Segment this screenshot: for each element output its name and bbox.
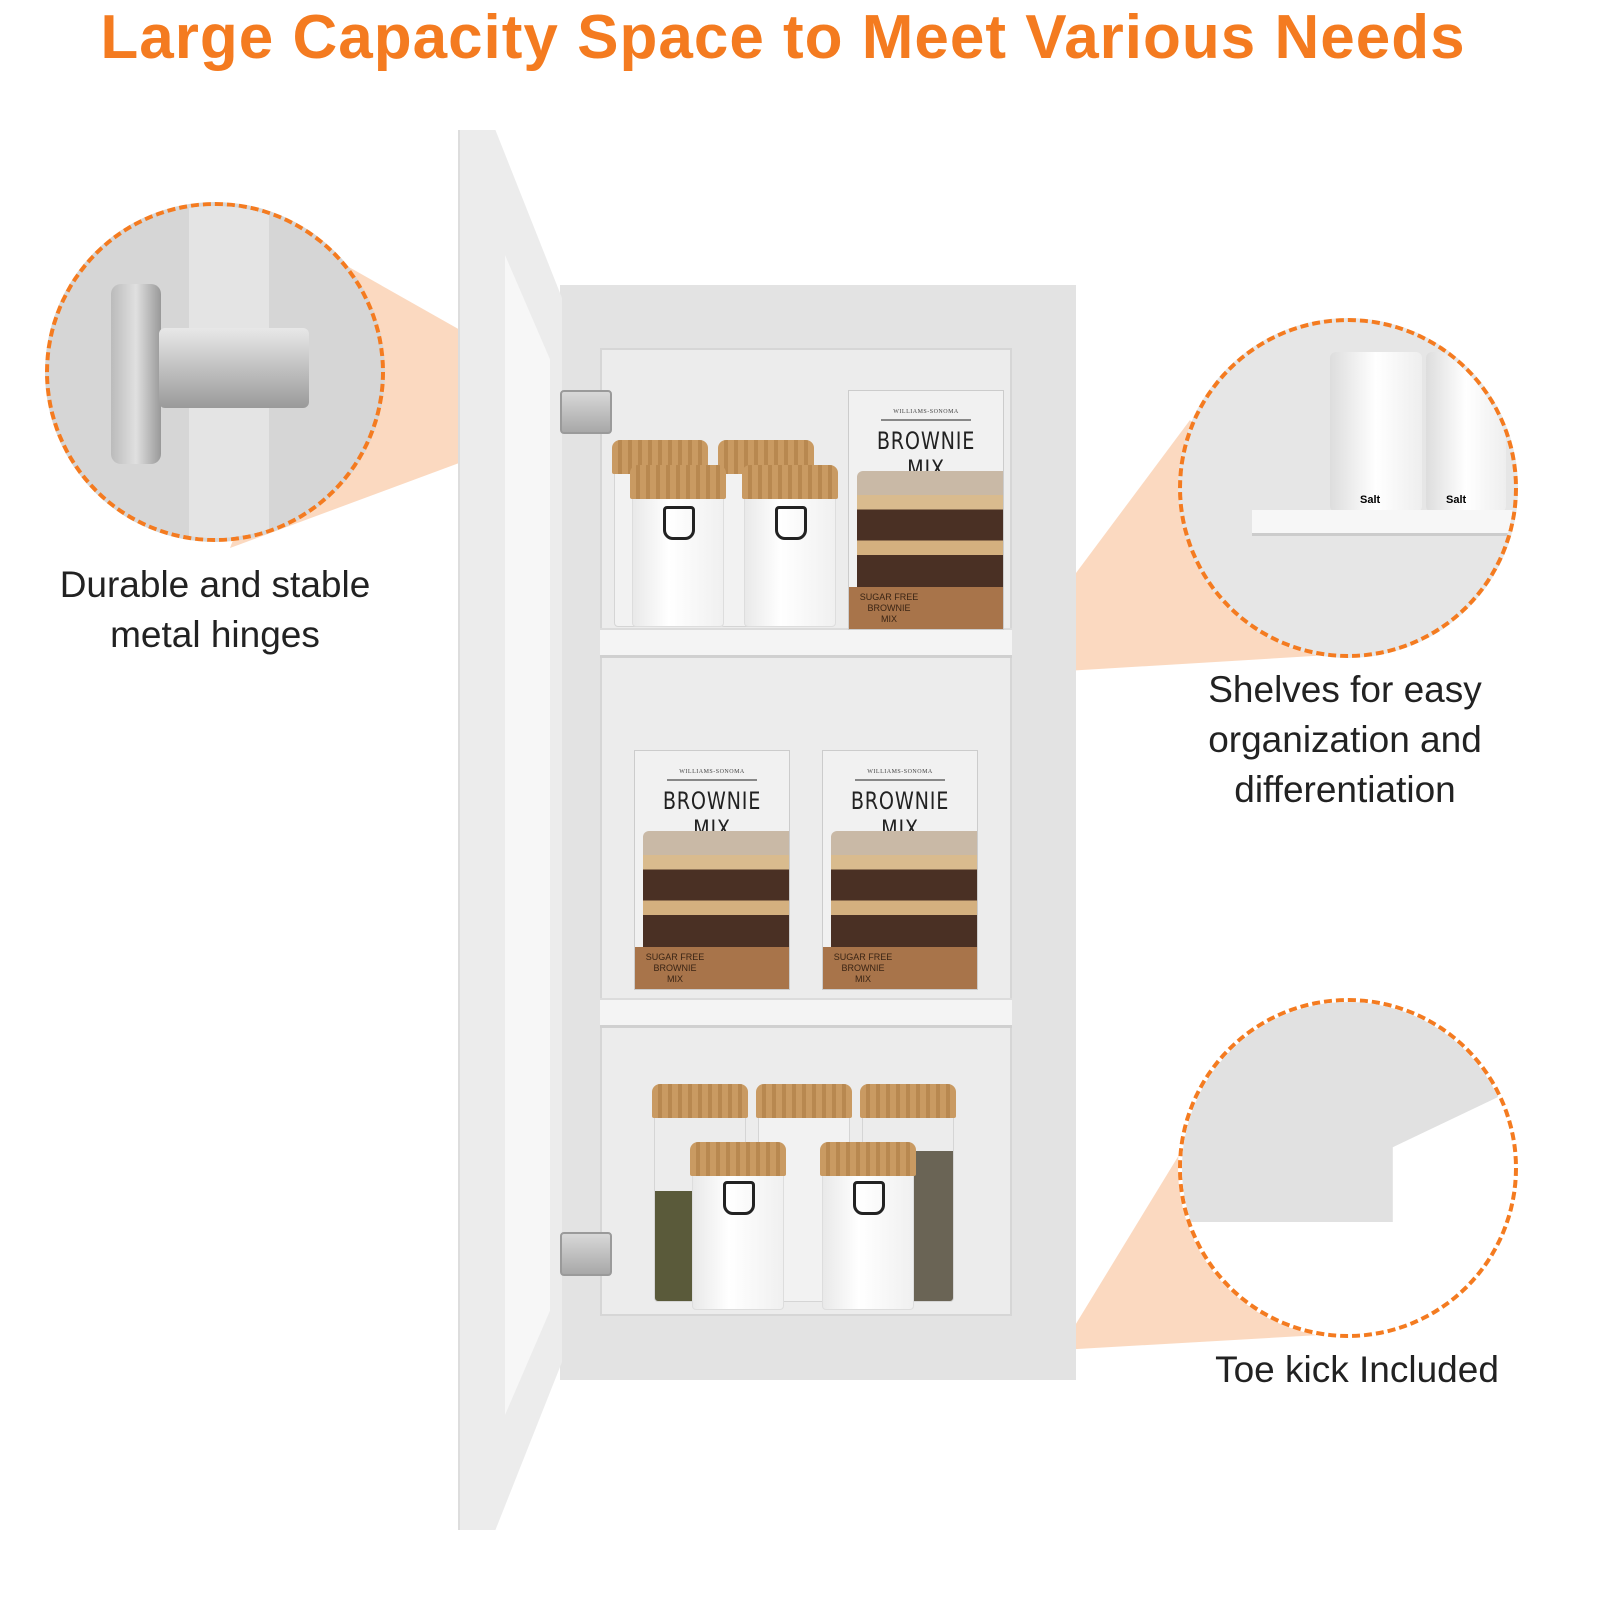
caption-line: differentiation	[1234, 769, 1456, 810]
jar-lid	[756, 1084, 852, 1118]
box-band-line2: BROWNIE MIX	[867, 602, 911, 624]
page-title: Large Capacity Space to Meet Various Nee…	[100, 3, 1466, 72]
caption-line: Shelves for easy	[1208, 669, 1482, 710]
hinge-top	[560, 390, 612, 434]
box-brand: WILLIAMS-SONOMA	[867, 769, 933, 775]
brownie-photo	[831, 831, 977, 951]
brownie-photo	[857, 471, 1003, 591]
white-jar	[632, 485, 724, 627]
hinges-caption: Durable and stable metal hinges	[15, 560, 415, 660]
toe-kick-caption: Toe kick Included	[1157, 1345, 1557, 1395]
white-jar	[744, 485, 836, 627]
jar-lid	[742, 465, 838, 499]
caption-line: Toe kick Included	[1215, 1349, 1499, 1390]
white-jar	[822, 1160, 914, 1310]
hinge-arm	[159, 328, 309, 408]
hinge-plate	[111, 284, 161, 464]
door-panel	[505, 255, 550, 1415]
jar-label: Salt	[1446, 494, 1467, 506]
box-brand: WILLIAMS-SONOMA	[893, 409, 959, 415]
toe-kick-detail-circle	[1178, 998, 1518, 1338]
jar-lid	[652, 1084, 748, 1118]
shelf-detail-circle: Salt Salt	[1178, 318, 1518, 658]
shelf-upper	[600, 628, 1012, 658]
jar-lid	[630, 465, 726, 499]
toe-kick	[1182, 1002, 1514, 1222]
hinge-detail-circle	[45, 202, 385, 542]
box-name: BROWNIE MIX	[876, 427, 976, 483]
box-band-line2: BROWNIE MIX	[653, 962, 697, 984]
white-jar	[692, 1160, 784, 1310]
caption-line: Durable and stable	[59, 564, 371, 605]
box-name: BROWNIE MIX	[850, 787, 950, 843]
box-band-line1: SUGAR FREE	[859, 591, 919, 602]
caption-line: metal hinges	[110, 614, 320, 655]
caption-line: organization and	[1208, 719, 1482, 760]
jar-lid	[820, 1142, 916, 1176]
shelf-edge	[1252, 510, 1514, 536]
box-band-line2: BROWNIE MIX	[841, 962, 885, 984]
shelf-lower	[600, 998, 1012, 1028]
jar-label: Salt	[1360, 494, 1381, 506]
box-band-line1: SUGAR FREE	[833, 951, 893, 962]
shelves-caption: Shelves for easy organization and differ…	[1145, 665, 1545, 815]
hinge-bottom	[560, 1232, 612, 1276]
brownie-photo	[643, 831, 789, 951]
box-band-line1: SUGAR FREE	[645, 951, 705, 962]
box-brand: WILLIAMS-SONOMA	[679, 769, 745, 775]
jar-lid	[690, 1142, 786, 1176]
jar-lid	[860, 1084, 956, 1118]
